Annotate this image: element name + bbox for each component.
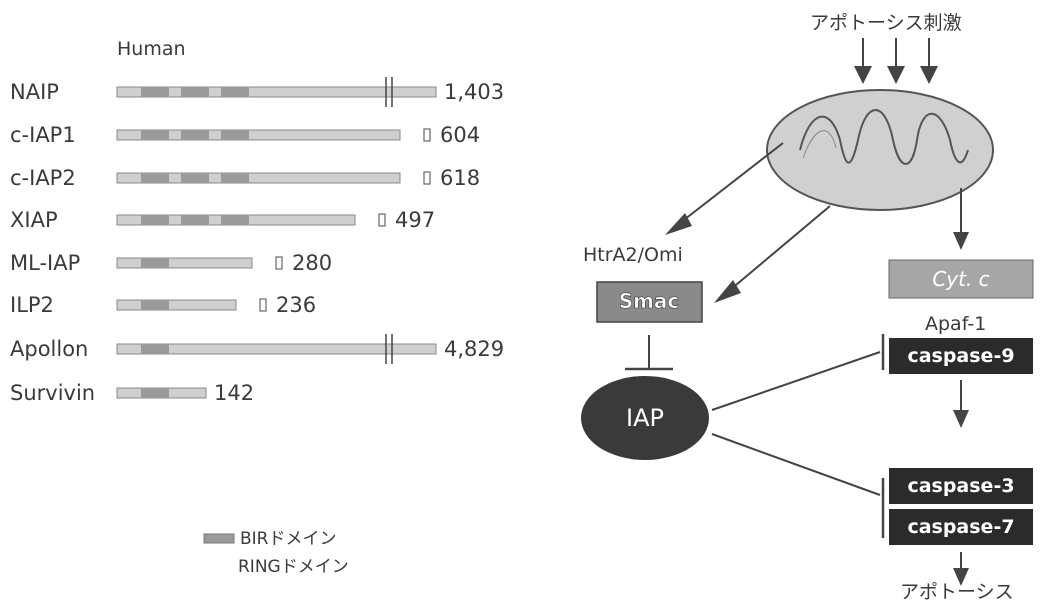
species-header: Human: [117, 38, 186, 60]
iap-inhibits-casp9: [712, 352, 880, 410]
protein-length: 280: [292, 251, 332, 275]
legend: BIRドメイン RINGドメイン: [204, 529, 349, 577]
bir-domain: [181, 215, 209, 225]
protein-row: Survivin 142: [10, 381, 254, 405]
bir-legend-swatch: [204, 534, 234, 543]
apaf1-label: Apaf-1: [925, 313, 986, 335]
protein-row: XIAP 497: [10, 208, 435, 232]
ring-legend-label: RINGドメイン: [238, 557, 349, 577]
protein-row: c-IAP1 604: [10, 123, 480, 147]
protein-name: Apollon: [10, 337, 88, 361]
bir-domain: [221, 215, 249, 225]
protein-bar: [117, 300, 236, 310]
bir-domain: [181, 173, 209, 183]
bir-domain: [221, 87, 249, 97]
protein-length: 618: [440, 166, 480, 190]
caspase-9-label: caspase-9: [907, 345, 1014, 367]
protein-length: 236: [276, 293, 316, 317]
stimulus-label: アポトーシス刺激: [810, 12, 962, 34]
arrow-to-smac: [730, 206, 830, 290]
apoptosis-outcome-label: アポトーシス: [900, 581, 1014, 600]
protein-name: ILP2: [10, 293, 54, 317]
bir-domain: [141, 215, 169, 225]
arrowhead-cytc: [953, 232, 969, 250]
bir-domain: [181, 130, 209, 140]
caspase-3-label: caspase-3: [907, 475, 1014, 497]
protein-row: ILP2 236: [10, 293, 316, 317]
ring-domain: [424, 172, 430, 184]
arrowhead-casp3: [953, 410, 969, 428]
protein-row: ML-IAP 280: [10, 251, 332, 275]
protein-row: c-IAP2 618: [10, 166, 480, 190]
protein-bar: [117, 258, 252, 268]
ring-domain: [260, 299, 266, 311]
protein-length: 4,829: [444, 337, 504, 361]
protein-name: NAIP: [10, 80, 59, 104]
smac-label: Smac: [619, 289, 680, 313]
mitochondrion: [767, 90, 993, 210]
bir-domain: [141, 258, 169, 268]
cytc-label: Cyt. c: [932, 267, 989, 291]
bir-domain: [141, 173, 169, 183]
protein-length: 1,403: [444, 80, 504, 104]
bir-domain: [141, 300, 169, 310]
protein-name: c-IAP1: [10, 123, 76, 147]
protein-row: Apollon 4,829: [10, 334, 504, 364]
ring-domain: [424, 129, 430, 141]
bir-domain: [221, 130, 249, 140]
htra2-omi-label: HtrA2/Omi: [583, 244, 683, 266]
protein-length: 497: [395, 208, 435, 232]
bir-domain: [141, 388, 169, 398]
caspase-7-label: caspase-7: [907, 516, 1014, 538]
bir-domain: [141, 344, 169, 354]
bir-domain: [221, 173, 249, 183]
protein-name: c-IAP2: [10, 166, 76, 190]
arrow-to-htra2: [680, 143, 783, 223]
ring-domain: [379, 214, 385, 226]
bir-domain: [181, 87, 209, 97]
stimulus-arrows: [854, 38, 938, 84]
bir-legend-label: BIRドメイン: [240, 529, 337, 549]
protein-name: ML-IAP: [10, 251, 80, 275]
protein-name: XIAP: [10, 208, 58, 232]
iap-inhibits-casp37: [712, 434, 880, 495]
apoptosis-pathway-panel: アポトーシス刺激 HtrA2/Omi Smac: [581, 12, 1033, 600]
iap-label: IAP: [626, 404, 664, 432]
ring-domain: [276, 257, 282, 269]
bir-domain: [141, 130, 169, 140]
bir-domain: [141, 87, 169, 97]
protein-name: Survivin: [10, 381, 95, 405]
protein-row: NAIP 1,403: [10, 77, 504, 107]
protein-length: 142: [214, 381, 254, 405]
protein-length: 604: [440, 123, 480, 147]
